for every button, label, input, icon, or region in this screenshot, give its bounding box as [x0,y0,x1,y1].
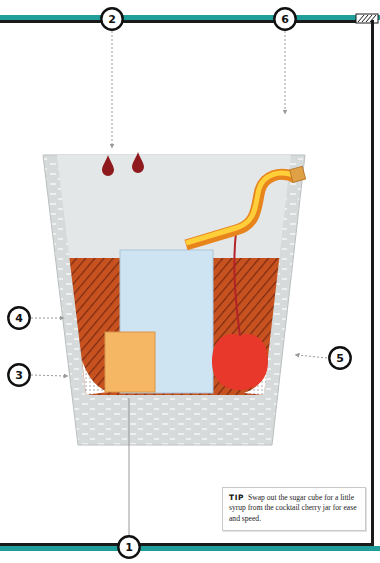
callout-number: 2 [108,14,116,25]
glass-outer [43,155,305,445]
tip-text: Swap out the sugar cube for a little syr… [229,493,357,523]
bitters-drop [102,155,114,176]
cherry-stem [234,232,240,336]
leader-line [129,398,130,535]
frame-line [0,20,374,23]
leader-line [112,31,113,146]
frame-corner [356,14,378,23]
callout-number: 4 [15,313,23,324]
callout-number: 6 [281,14,289,25]
callout-ring [274,8,295,29]
tip-heading: TIP [229,493,244,502]
callout-ring [101,8,122,29]
callout-number: 1 [125,542,133,553]
leader-line [297,355,327,358]
cherry [212,334,268,390]
leader-line [31,375,66,376]
leader-line [31,318,62,319]
frame-line [0,543,374,546]
sugar-cube [105,332,155,392]
callout-ring [8,364,29,385]
callout-number: 5 [336,353,344,364]
callout-number: 3 [15,370,23,381]
frame-line [371,20,374,546]
callout-ring [118,536,139,557]
callout-circle: 1 [117,535,141,559]
orange-peel [186,174,296,245]
frame-band [0,15,380,20]
orange-peel-zest [186,173,296,243]
tip-box: TIPSwap out the sugar cube for a little … [222,487,366,531]
callout-circle: 5 [328,346,352,370]
callout-circle: 6 [273,7,297,31]
froth [82,360,108,395]
bitters-drop [132,152,144,173]
peel-tip [290,166,306,182]
callout-ring [8,307,29,328]
callout-circle: 2 [100,7,124,31]
callout-ring [329,347,350,368]
callout-circle: 3 [7,363,31,387]
callout-circle: 4 [7,306,31,330]
leader-line [285,31,286,112]
frame-band [0,546,380,551]
